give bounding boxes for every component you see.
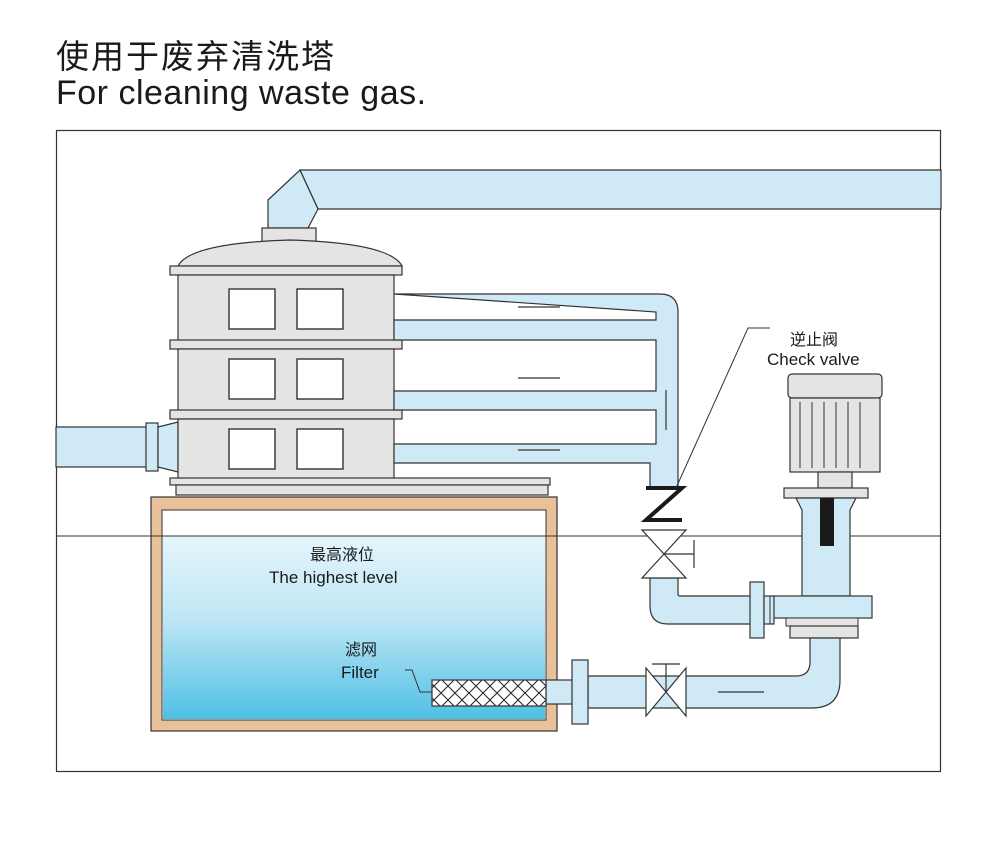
page-title-cn: 使用于废弃清洗塔 (56, 37, 336, 76)
gate-valve (645, 663, 687, 718)
discharge-pipe (649, 577, 775, 639)
check-valve-label-en: Check valve (767, 350, 860, 369)
highest-level-label-en: The highest level (269, 568, 398, 587)
check-valve-leader (675, 327, 770, 489)
spray-manifold (393, 293, 679, 488)
page-title-en: For cleaning waste gas. (56, 74, 427, 112)
suction-pipe (545, 637, 841, 725)
filter-screen (405, 669, 547, 707)
check-valve-label-cn: 逆止阀 (790, 330, 838, 349)
filter-label-en: Filter (341, 663, 379, 682)
exhaust-duct (261, 168, 942, 243)
check-valve (640, 486, 695, 579)
filter-label-cn: 滤网 (345, 640, 377, 659)
scrubber-tower (169, 239, 551, 496)
highest-level-label-cn: 最高液位 (310, 545, 374, 564)
pump (771, 373, 883, 639)
inlet-pipe (55, 421, 179, 473)
